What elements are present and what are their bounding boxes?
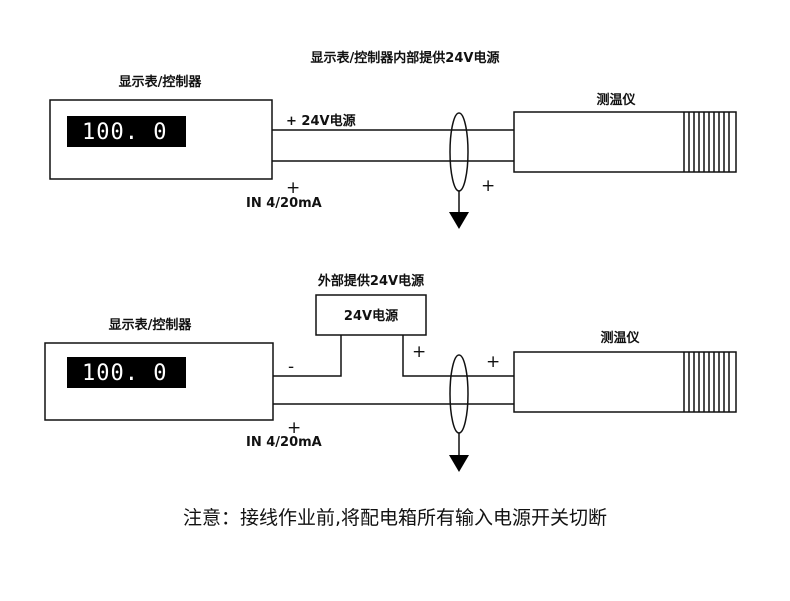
top-title: 显示表/控制器内部提供24V电源 — [311, 50, 500, 66]
top-meter-label: 显示表/控制器 — [119, 74, 203, 90]
bottom-meter-label: 显示表/控制器 — [109, 317, 193, 333]
bottom-minus-wire — [273, 335, 342, 377]
bottom-cable-shield — [449, 354, 469, 434]
bottom-diagram: 外部提供24V电源 24V电源 显示表/控制器 100. 0 - + + + I… — [44, 273, 737, 472]
top-display-value: 100. 0 — [82, 120, 167, 145]
bottom-meter-display — [67, 357, 186, 388]
top-sensor-fins — [683, 112, 730, 172]
bottom-supply-label: 24V电源 — [344, 308, 398, 324]
top-diagram: 显示表/控制器内部提供24V电源 显示表/控制器 100. 0 + 24V电源 … — [49, 50, 737, 229]
bottom-sensor-body — [513, 351, 737, 413]
bottom-plus-sign: + — [287, 418, 301, 438]
top-sensor-label: 测温仪 — [596, 92, 636, 108]
bottom-input-label: IN 4/20mA — [246, 435, 322, 450]
bottom-sensor-fins — [683, 352, 730, 412]
top-plus-sign: + — [286, 178, 300, 198]
bottom-display-value: 100. 0 — [82, 361, 167, 386]
top-input-label: IN 4/20mA — [246, 196, 322, 211]
bottom-supply-box — [315, 294, 427, 336]
top-meter-display — [67, 116, 186, 147]
bottom-plus-wire — [402, 335, 514, 377]
bottom-ground-icon — [449, 455, 469, 472]
bottom-sensor-plus: + — [486, 352, 500, 372]
top-power-label: + 24V电源 — [286, 113, 356, 129]
bottom-minus-sign: - — [288, 357, 294, 377]
bottom-supply-plus: + — [412, 342, 426, 362]
top-cable-shield — [449, 112, 469, 192]
safety-note: 注意：接线作业前,将配电箱所有输入电源开关切断 — [183, 507, 607, 529]
top-ground-icon — [449, 212, 469, 229]
top-sensor-plus: + — [481, 176, 495, 196]
top-sensor-body — [513, 111, 737, 173]
bottom-sensor-label: 测温仪 — [600, 330, 640, 346]
bottom-supply-title: 外部提供24V电源 — [317, 273, 424, 289]
